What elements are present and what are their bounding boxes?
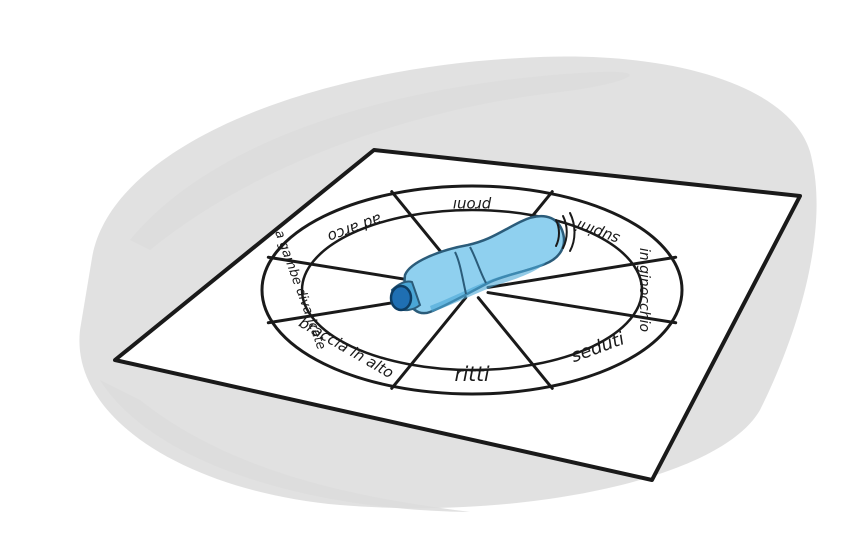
smudge-streak [130, 71, 630, 250]
motion-line [555, 219, 560, 247]
wheel-spoke [390, 296, 468, 390]
wheel-segment-label: proni [452, 196, 492, 214]
game-board [113, 148, 802, 482]
wheel-outer-rim [260, 184, 684, 396]
motion-line [569, 212, 576, 252]
bottle-ridge [469, 246, 487, 284]
bottle-shade [430, 262, 546, 312]
wheel-spoke [476, 296, 554, 390]
board-mat [113, 148, 802, 482]
plastic-bottle-icon [389, 212, 576, 315]
motion-line [562, 215, 568, 249]
wheel-inner-rim [300, 208, 644, 372]
wheel-segment-label: in ginocchio [636, 248, 652, 332]
wheel-segment-label: ritti [454, 362, 489, 386]
wheel-spokes [266, 190, 678, 390]
bottle-cap [389, 284, 413, 312]
bottle-ridge [454, 251, 467, 295]
wheel-spoke [486, 255, 678, 289]
smudge-streak [100, 380, 470, 512]
wheel-spoke [486, 291, 678, 325]
